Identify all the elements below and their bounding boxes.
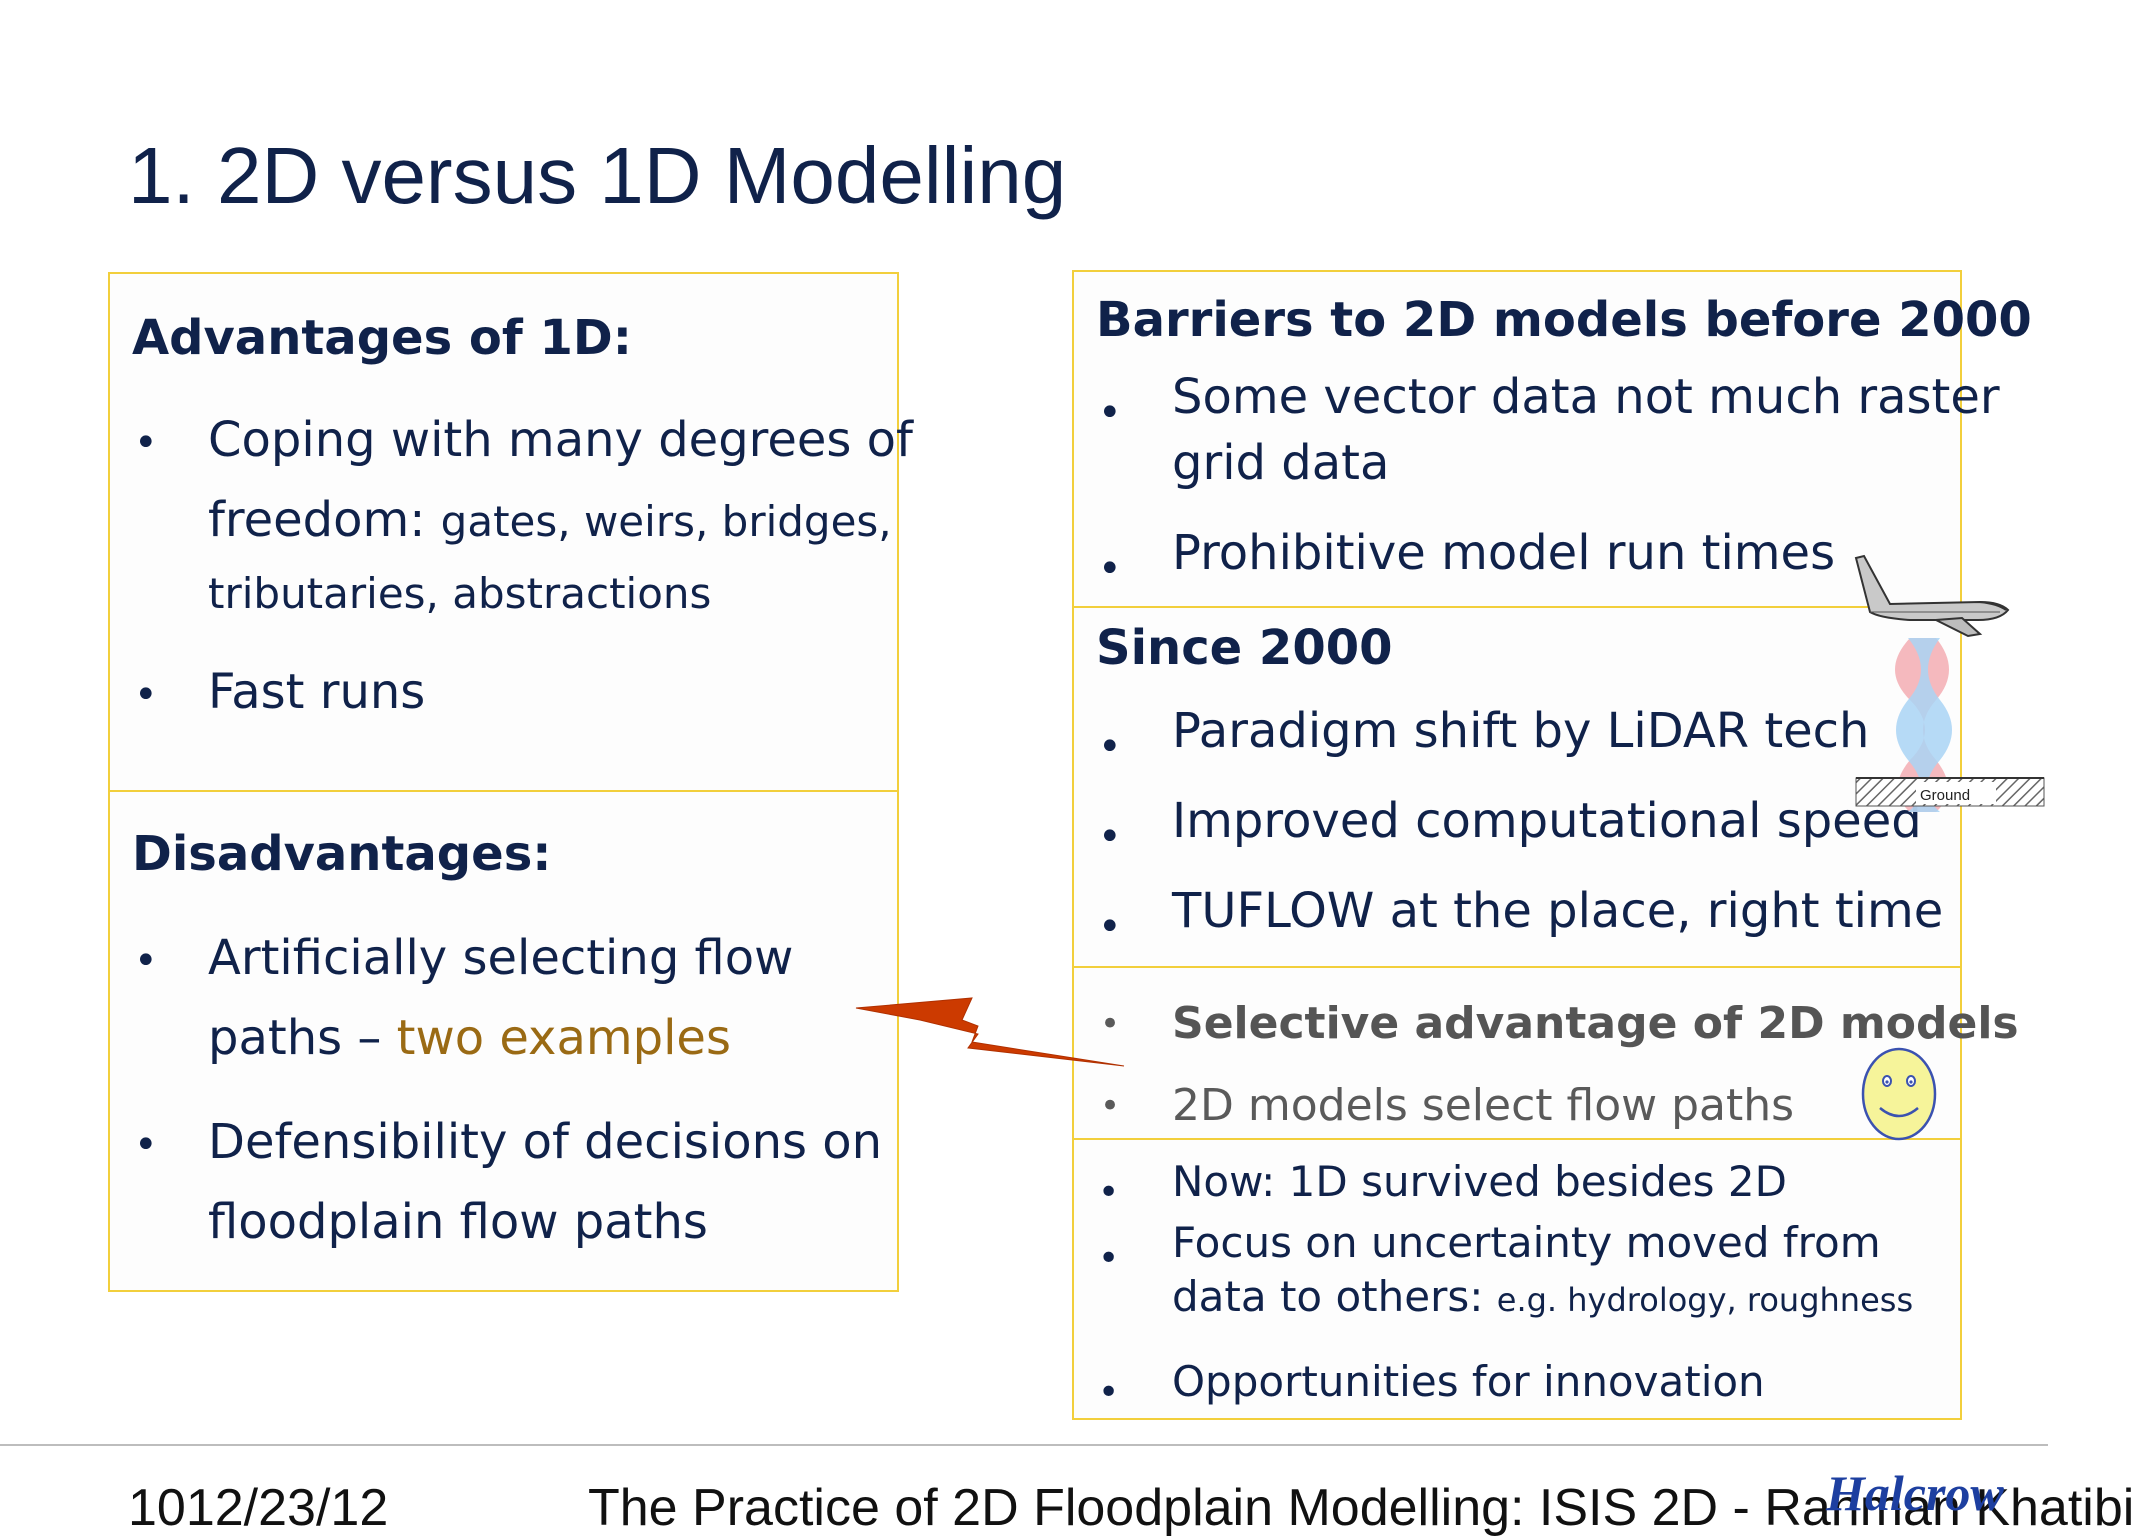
slide-title: 1. 2D versus 1D Modelling <box>128 131 1067 220</box>
selective-item-1: Selective advantage of 2D models <box>1172 998 2019 1049</box>
smiley-face-icon <box>1861 1047 1937 1141</box>
bullet: • <box>1098 904 1122 950</box>
disadvantages-heading: Disadvantages: <box>132 826 552 882</box>
bullet: • <box>134 672 158 718</box>
advantages-item-1-line-2b: gates, weirs, bridges, <box>440 497 892 546</box>
selective-item-2: 2D models select flow paths <box>1172 1080 1795 1131</box>
now-item-2-line-1: Focus on uncertainty moved from <box>1172 1218 1881 1267</box>
disadvantages-item-1-line-2a: paths – <box>208 1010 397 1066</box>
advantages-item-1: Coping with many degrees of freedom: gat… <box>208 400 913 626</box>
bullet: • <box>1098 1172 1120 1213</box>
bullet: • <box>134 938 158 984</box>
now-item-2: Focus on uncertainty moved from data to … <box>1172 1216 1913 1327</box>
disadvantages-box: Disadvantages: • Artificially selecting … <box>108 790 899 1292</box>
now-item-2-line-2: data to others: e.g. hydrology, roughnes… <box>1172 1270 1913 1327</box>
bullet: • <box>134 420 158 466</box>
bullet: • <box>1098 814 1122 860</box>
barriers-box: Barriers to 2D models before 2000 • Some… <box>1072 270 2032 608</box>
bullet: • <box>134 1122 158 1168</box>
disadvantages-item-1-line-1: Artificially selecting flow <box>208 930 794 986</box>
lightning-arrow-icon <box>855 997 1125 1067</box>
advantages-item-1-line-2a: freedom: <box>208 492 441 548</box>
footer-title: The Practice of 2D Floodplain Modelling:… <box>588 1479 2134 1537</box>
disadvantages-item-2: Defensibility of decisions on floodplain… <box>208 1102 882 1262</box>
bullet: • <box>1098 546 1122 592</box>
now-item-2-line-2a: data to others: <box>1172 1272 1497 1321</box>
advantages-item-2: Fast runs <box>208 664 426 720</box>
selective-advantage-box: • Selective advantage of 2D models • 2D … <box>1072 966 2019 1140</box>
ground-label: Ground <box>1920 787 1970 804</box>
since-2000-item-1: Paradigm shift by LiDAR tech <box>1172 703 1870 759</box>
airplane-icon <box>1854 554 2010 638</box>
halcrow-logo: Halcrow <box>1826 1465 2004 1521</box>
advantages-item-1-line-3: tributaries, abstractions <box>208 569 712 618</box>
now-box: • Now: 1D survived besides 2D • Focus on… <box>1072 1138 1962 1420</box>
footer-divider <box>0 1444 2048 1446</box>
now-item-2-line-2b: e.g. hydrology, roughness <box>1496 1281 1914 1319</box>
disadvantages-item-2-line-2: floodplain flow paths <box>208 1194 708 1250</box>
now-item-3: Opportunities for innovation <box>1172 1357 1765 1406</box>
bullet: • <box>1098 1372 1120 1413</box>
bullet: • <box>1100 1086 1121 1126</box>
since-2000-item-2: Improved computational speed <box>1172 793 1922 849</box>
disadvantages-item-1-line-2: paths – two examples <box>208 998 793 1078</box>
two-examples-link[interactable]: two examples <box>396 1010 731 1066</box>
advantages-box: Advantages of 1D: • Coping with many deg… <box>108 272 913 792</box>
advantages-item-1-line-2: freedom: gates, weirs, bridges, <box>208 480 913 562</box>
disadvantages-item-2-line-1: Defensibility of decisions on <box>208 1114 883 1170</box>
disadvantages-item-1: Artificially selecting flow paths – two … <box>208 918 793 1078</box>
bullet: • <box>1100 1004 1121 1044</box>
barriers-heading: Barriers to 2D models before 2000 <box>1096 292 2032 348</box>
now-item-1: Now: 1D survived besides 2D <box>1172 1157 1787 1206</box>
barriers-item-1-line-2: grid data <box>1172 435 1390 491</box>
bullet: • <box>1098 390 1122 436</box>
advantages-heading: Advantages of 1D: <box>132 310 632 366</box>
since-2000-heading: Since 2000 <box>1096 620 1393 676</box>
bullet: • <box>1098 724 1122 770</box>
since-2000-item-3: TUFLOW at the place, right time <box>1172 883 1944 939</box>
footer-date: 1012/23/12 <box>128 1479 389 1537</box>
barriers-item-2: Prohibitive model run times <box>1172 525 1836 581</box>
bullet: • <box>1098 1238 1120 1279</box>
since-2000-box: Since 2000 • Paradigm shift by LiDAR tec… <box>1072 606 1962 968</box>
lidar-airplane-diagram: Ground <box>1854 554 2045 812</box>
barriers-item-1-line-1: Some vector data not much raster <box>1172 369 2000 425</box>
advantages-item-1-line-1: Coping with many degrees of <box>208 412 913 468</box>
barriers-item-1: Some vector data not much raster grid da… <box>1172 364 2000 496</box>
